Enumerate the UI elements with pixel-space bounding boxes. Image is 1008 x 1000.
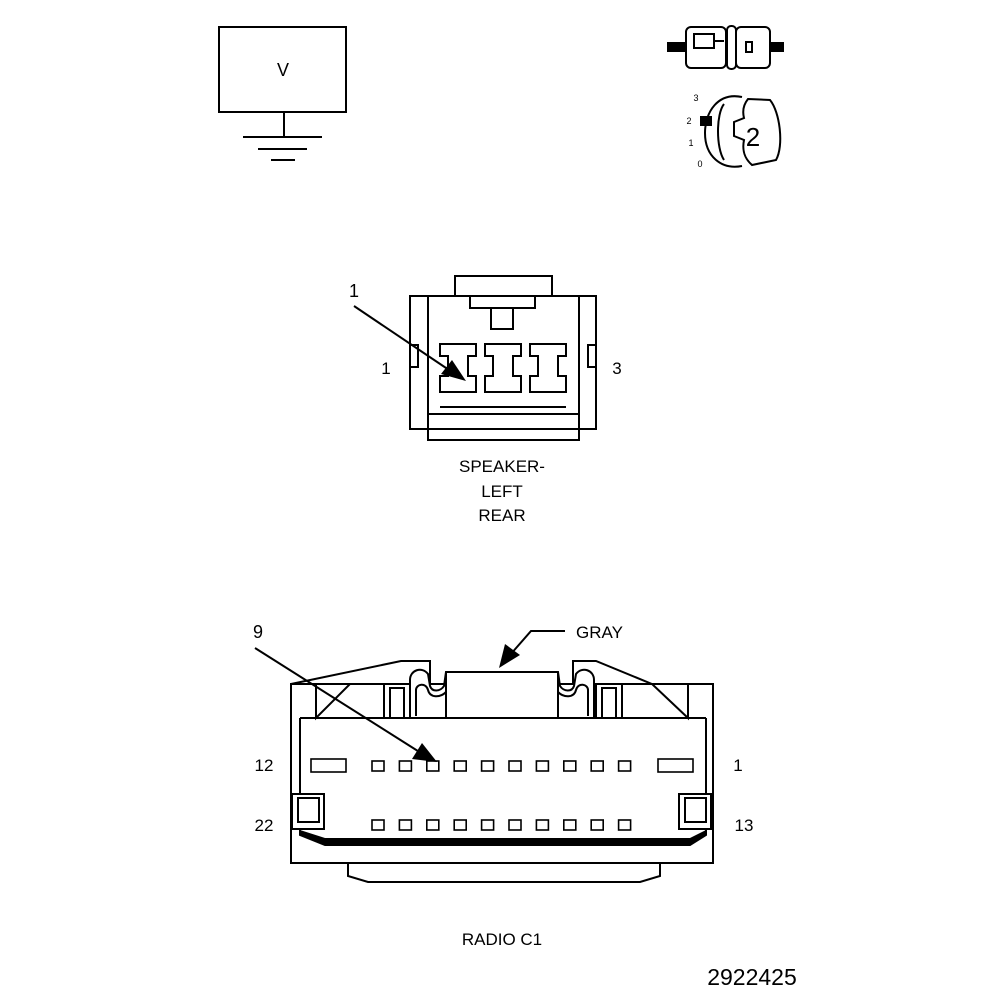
radio-cavity [453,760,468,772]
speaker-cavity [529,343,567,393]
speaker-caption-line-1: SPEAKER- [459,457,545,476]
radio-caption: RADIO C1 [462,930,542,949]
radio-cavity [562,819,577,831]
disconnected-connector-icon [667,25,784,70]
speaker-cavity [439,343,477,393]
speaker-pin-1-label: 1 [381,359,390,378]
ignition-pos-0: 0 [697,159,702,169]
ignition-pos-3: 3 [693,93,698,103]
radio-pin-1-label: 1 [733,756,742,775]
radio-cavity [617,819,632,831]
speaker-callout-arrow [353,305,466,381]
speaker-cavity [484,343,522,393]
radio-cavity [508,760,522,772]
radio-callout-number: 9 [253,622,263,642]
speaker-callout-number: 1 [349,281,359,301]
radio-cavity [453,819,468,831]
radio-cavity [590,760,605,772]
radio-color-label: GRAY [576,623,623,642]
ignition-selected-position: 2 [746,122,760,152]
radio-connector: 9 GRAY 12 1 22 13 RADIO C1 [253,622,753,949]
speaker-caption-line-3: REAR [478,506,525,525]
radio-callout-arrow [254,647,437,762]
speaker-pin-3-label: 3 [612,359,621,378]
radio-cavity [371,760,385,772]
radio-cavity [535,819,550,831]
gray-color-leader [499,630,565,668]
voltmeter-icon: V [218,26,347,161]
speaker-caption-line-2: LEFT [481,482,523,501]
figure-id: 2922425 [707,964,797,990]
radio-pin-12-label: 12 [255,756,274,775]
speaker-connector: 1 1 3 SPEAKER- LEFT REAR [349,275,622,525]
radio-cavity [480,760,495,772]
ignition-pos-2: 2 [686,116,691,126]
radio-cavity [425,819,440,831]
radio-pin-22-label: 22 [255,816,274,835]
radio-cavity [535,760,550,772]
radio-cavity [617,760,632,772]
radio-pin-13-label: 13 [735,816,754,835]
radio-cavity [398,819,413,831]
ignition-pos-1: 1 [688,138,693,148]
radio-cavity [398,760,413,772]
radio-cavity-large [310,758,347,773]
speaker-cavity-group [439,343,567,408]
radio-cavity-group [310,758,694,831]
radio-cavity [480,819,495,831]
radio-cavity [508,819,522,831]
ignition-key-icon: 2 3 2 1 0 [686,93,782,169]
radio-cavity [590,819,605,831]
radio-cavity [371,819,385,831]
radio-cavity-large [657,758,694,773]
voltmeter-symbol: V [277,60,289,80]
radio-cavity [562,760,577,772]
radio-cavity [425,760,440,772]
